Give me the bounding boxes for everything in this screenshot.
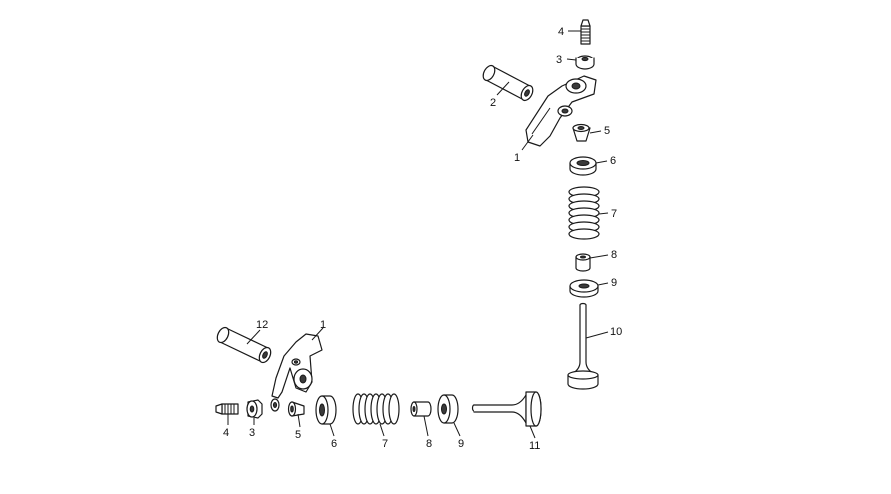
bottom-spring: 7: [352, 393, 400, 450]
bottom-assembly: 12 1 4 3: [215, 319, 542, 452]
top-spring: 7: [568, 186, 617, 240]
bottom-label-6: 6: [331, 438, 337, 450]
top-label-8: 8: [611, 249, 617, 261]
bottom-label-9: 9: [458, 438, 464, 450]
top-stem-seal: 8: [575, 249, 617, 272]
top-collets: 5: [572, 123, 610, 142]
top-lock-nut: 3: [556, 54, 595, 70]
bottom-upper-retainer: 6: [315, 395, 337, 450]
top-rocker-arm: 1: [514, 75, 597, 164]
top-valve: 10: [567, 302, 622, 390]
bottom-rocker-arm: 1: [270, 319, 326, 412]
bottom-lower-seat: 9: [437, 394, 464, 450]
top-assembly: 4 3 2 1: [482, 19, 622, 390]
top-lower-seat: 9: [569, 277, 617, 298]
top-label-10: 10: [610, 326, 622, 338]
bottom-label-12: 12: [256, 319, 268, 331]
top-rocker-shaft: 2: [482, 64, 534, 109]
top-label-6: 6: [610, 155, 616, 167]
top-label-4: 4: [558, 26, 564, 38]
bottom-label-5: 5: [295, 429, 301, 441]
top-adjuster-screw: 4: [558, 19, 591, 45]
bottom-adjuster-screw: 4: [215, 403, 239, 439]
top-label-1: 1: [514, 152, 520, 164]
bottom-label-7: 7: [382, 438, 388, 450]
bottom-label-1: 1: [320, 319, 326, 331]
top-label-9: 9: [611, 277, 617, 289]
top-label-5: 5: [604, 125, 610, 137]
bottom-label-3: 3: [249, 427, 255, 439]
bottom-lock-nut: 3: [246, 399, 263, 439]
bottom-label-11: 11: [529, 440, 540, 452]
top-upper-retainer: 6: [569, 155, 616, 176]
bottom-rocker-shaft: 12: [216, 319, 272, 364]
top-label-7: 7: [611, 208, 617, 220]
bottom-valve: 11: [471, 391, 542, 452]
top-label-3: 3: [556, 54, 562, 66]
bottom-label-8: 8: [426, 438, 432, 450]
bottom-label-4: 4: [223, 427, 229, 439]
bottom-stem-seal: 8: [410, 401, 432, 450]
top-label-2: 2: [490, 97, 496, 109]
bottom-collets: 5: [287, 401, 305, 441]
